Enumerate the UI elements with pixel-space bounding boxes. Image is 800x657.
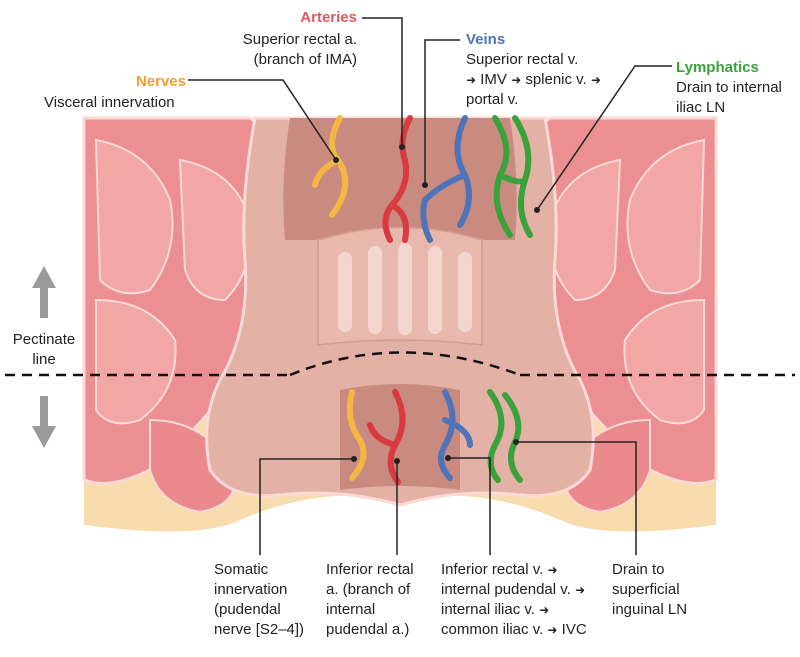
veins-line: ➜ IMV ➜ splenic v. ➜ bbox=[466, 70, 601, 90]
lower-nerves-line: innervation bbox=[214, 581, 288, 598]
lower-arteries-line: internal bbox=[326, 601, 376, 618]
arteries-line: Superior rectal a. bbox=[242, 31, 357, 48]
leader-veins bbox=[424, 39, 460, 185]
pectinate-line: Pectinate bbox=[12, 331, 76, 348]
lower-artery-vessel bbox=[367, 389, 406, 485]
arteries-text: Superior rectal a. (branch of IMA) bbox=[190, 30, 357, 70]
right-external-sphincter bbox=[563, 418, 651, 514]
nerves-text: Visceral innervation bbox=[44, 93, 175, 113]
lower-arteries-label: Inferior rectal a. (branch of internal p… bbox=[326, 560, 414, 640]
nerves-label: Nerves bbox=[30, 72, 186, 92]
leader-lymphatics bbox=[536, 65, 672, 211]
lower-veins-text: IVC bbox=[561, 621, 587, 638]
lymphatics-line: Drain to internal bbox=[676, 79, 782, 96]
anal-column bbox=[398, 243, 412, 335]
lower-veins-label: Inferior rectal v. ➜ internal pudendal v… bbox=[441, 560, 587, 640]
arrow-right-icon: ➜ bbox=[547, 623, 558, 637]
veins-imv: IMV bbox=[480, 71, 507, 88]
veins-title: Veins bbox=[466, 31, 506, 48]
lower-arteries-line: a. (branch of bbox=[326, 581, 411, 598]
arrow-up-icon bbox=[32, 266, 56, 318]
arteries-line: (branch of IMA) bbox=[253, 51, 357, 68]
arteries-label: Arteries bbox=[200, 8, 357, 28]
arrow-right-icon: ➜ bbox=[547, 563, 558, 577]
anal-column bbox=[428, 246, 442, 334]
left-external-sphincter bbox=[149, 418, 237, 514]
leader-lower-nerves bbox=[259, 458, 354, 555]
leader-dot bbox=[399, 144, 405, 150]
lower-nerves-label: Somatic innervation (pudendal nerve [S2–… bbox=[214, 560, 304, 640]
leader-dot bbox=[445, 455, 451, 461]
arrow-right-icon: ➜ bbox=[539, 603, 550, 617]
pectinate-label: Pectinate line bbox=[0, 330, 88, 370]
veins-label: Veins Superior rectal v. ➜ IMV ➜ splenic… bbox=[466, 30, 601, 110]
veins-splenic: splenic v. bbox=[525, 71, 587, 88]
arteries-title: Arteries bbox=[300, 9, 357, 26]
lower-arteries-line: pudendal a.) bbox=[326, 621, 410, 638]
anal-column bbox=[368, 246, 382, 334]
arrow-down-icon bbox=[32, 396, 56, 448]
lower-veins-text: internal iliac v. bbox=[441, 601, 535, 618]
lower-veins-line: internal pudendal v. ➜ bbox=[441, 580, 587, 600]
leader-dot bbox=[513, 439, 519, 445]
lower-veins-text: internal pudendal v. bbox=[441, 581, 571, 598]
lower-nerves-line: (pudendal bbox=[214, 601, 281, 618]
lower-lymphatics-line: inguinal LN bbox=[612, 601, 688, 618]
nerves-title: Nerves bbox=[135, 73, 186, 90]
lower-nerves-line: nerve [S2–4]) bbox=[214, 621, 305, 638]
lower-arteries-line: Inferior rectal bbox=[326, 561, 414, 578]
right-muscle-fold-1 bbox=[626, 138, 706, 295]
anal-column bbox=[458, 252, 472, 332]
lower-veins-line: Inferior rectal v. ➜ bbox=[441, 560, 587, 580]
upper-lymphatic-vessel bbox=[492, 115, 533, 238]
lower-lymphatics-line: Drain to bbox=[612, 561, 665, 578]
left-muscle-fold-1 bbox=[94, 138, 174, 295]
lymphatics-label: Lymphatics Drain to internal iliac LN bbox=[676, 58, 782, 118]
pectinate-line-canal bbox=[289, 351, 521, 377]
upper-vein-vessel bbox=[420, 115, 472, 243]
arrow-right-icon: ➜ bbox=[511, 73, 522, 87]
arrow-right-icon: ➜ bbox=[466, 73, 477, 87]
leader-nerves bbox=[188, 79, 337, 161]
lower-veins-line: common iliac v. ➜ IVC bbox=[441, 620, 587, 640]
lower-nerves-line: Somatic bbox=[214, 561, 269, 578]
lower-vein-vessel bbox=[438, 389, 473, 481]
leader-dot bbox=[422, 182, 428, 188]
leader-dot bbox=[534, 207, 540, 213]
leader-dot bbox=[394, 458, 400, 464]
leader-dot bbox=[351, 456, 357, 462]
leader-lower-veins bbox=[448, 457, 491, 555]
lower-lymphatics-line: superficial bbox=[612, 581, 680, 598]
arrow-right-icon: ➜ bbox=[575, 583, 586, 597]
lower-veins-text: common iliac v. bbox=[441, 621, 544, 638]
right-muscle-fold-2 bbox=[623, 298, 705, 425]
anal-column bbox=[338, 252, 352, 332]
arrow-right-icon: ➜ bbox=[590, 73, 601, 87]
leader-lower-lymphatics bbox=[516, 441, 637, 555]
leader-dot bbox=[333, 157, 339, 163]
veins-line: Superior rectal v. bbox=[466, 51, 579, 68]
lower-veins-text: Inferior rectal v. bbox=[441, 561, 544, 578]
left-muscle-fold-2 bbox=[95, 298, 177, 425]
lower-veins-line: internal iliac v. ➜ bbox=[441, 600, 587, 620]
pectinate-line: line bbox=[32, 351, 56, 368]
lymphatics-title: Lymphatics bbox=[676, 59, 759, 76]
leader-arteries bbox=[362, 17, 403, 147]
lower-lymphatics-label: Drain to superficial inguinal LN bbox=[612, 560, 687, 620]
lymphatics-line: iliac LN bbox=[676, 99, 726, 116]
veins-line: portal v. bbox=[466, 91, 519, 108]
nerves-line: Visceral innervation bbox=[44, 94, 175, 111]
lower-nerve-vessel bbox=[346, 389, 367, 481]
